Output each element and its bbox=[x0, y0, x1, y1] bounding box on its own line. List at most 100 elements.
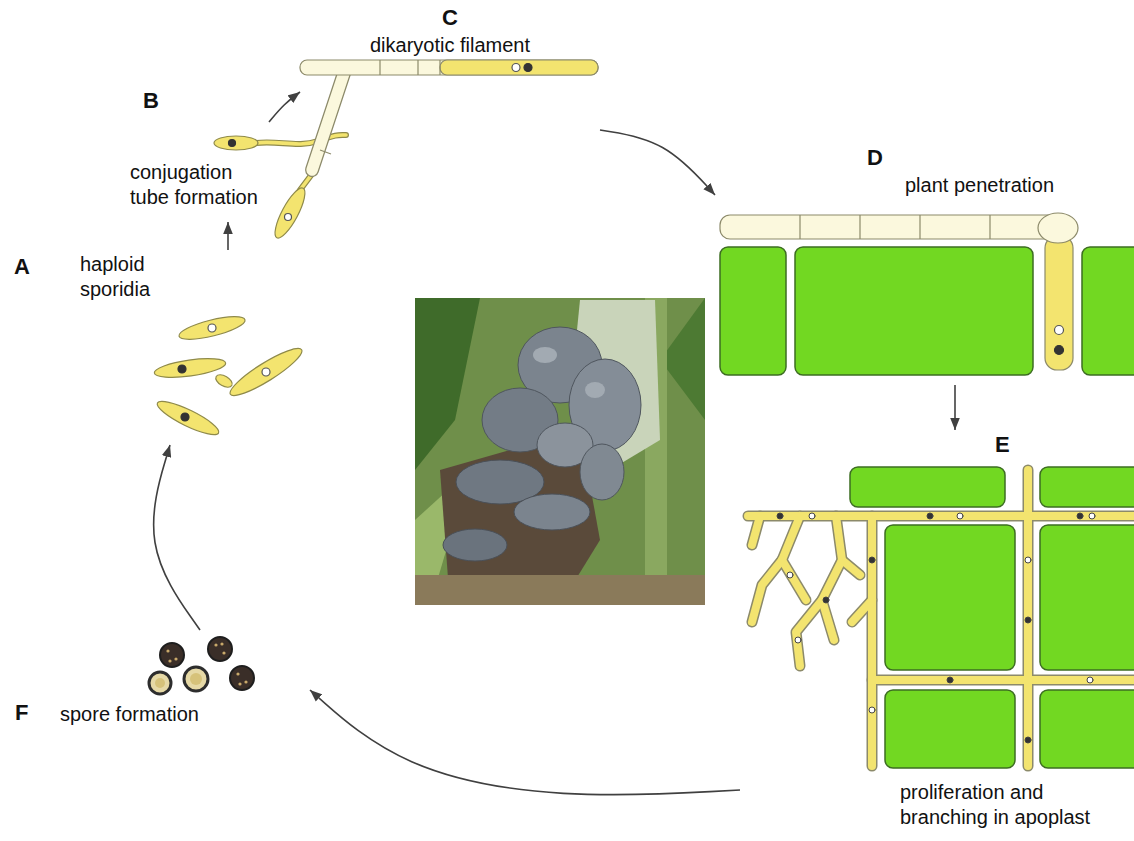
branching-hyphae bbox=[852, 600, 872, 622]
sporidia-cells bbox=[214, 372, 235, 390]
dikaryotic-filament bbox=[320, 150, 331, 154]
maize-gall-photo bbox=[415, 298, 480, 470]
branching-hyphae bbox=[823, 597, 829, 603]
penetrating-hypha bbox=[859, 215, 860, 239]
penetrating-hypha bbox=[1038, 213, 1078, 243]
branching-hyphae bbox=[822, 516, 842, 640]
cycle-arrow bbox=[154, 445, 200, 630]
maize-gall-photo bbox=[580, 444, 624, 500]
branching-hyphae bbox=[842, 560, 860, 575]
stage-letter: F bbox=[15, 700, 28, 726]
teliospores bbox=[149, 672, 171, 694]
sporidia-cells bbox=[208, 324, 216, 332]
teliospores bbox=[174, 657, 177, 660]
stage-label: spore formation bbox=[60, 702, 220, 727]
penetrating-hypha bbox=[1055, 326, 1064, 335]
branching-hyphae bbox=[947, 677, 953, 683]
cycle-arrow bbox=[227, 222, 229, 250]
stage-node: Dplant penetration bbox=[715, 145, 1134, 385]
conjugating-cells bbox=[256, 135, 346, 144]
plant-cells bbox=[850, 467, 1005, 507]
branching-hyphae bbox=[782, 560, 806, 600]
branching-hyphae bbox=[1025, 617, 1031, 623]
plant-cells bbox=[885, 690, 1015, 768]
stage-letter: E bbox=[995, 432, 1010, 458]
branching-hyphae bbox=[787, 572, 793, 578]
stage-label: plant penetration bbox=[905, 173, 1105, 198]
maize-gall-photo bbox=[415, 298, 705, 605]
sporidia-cells bbox=[181, 413, 189, 421]
stage-letter: D bbox=[867, 145, 883, 171]
connectors bbox=[154, 92, 955, 795]
teliospores bbox=[238, 682, 241, 685]
dikaryotic-filament bbox=[312, 70, 345, 170]
sporidia-cells bbox=[178, 365, 186, 373]
branching-hyphae bbox=[809, 513, 815, 519]
plant-cells bbox=[795, 247, 1033, 375]
stage-letter: C bbox=[304, 5, 596, 31]
penetrating-hypha bbox=[1055, 346, 1064, 355]
teliospores bbox=[222, 651, 225, 654]
stage-node: Eproliferation and branching in apoplast bbox=[740, 430, 1134, 835]
penetrating-hypha bbox=[1045, 236, 1073, 370]
conjugating-cells bbox=[214, 136, 258, 150]
branching-hyphae bbox=[822, 516, 842, 640]
sporidia-cells bbox=[262, 368, 270, 376]
branching-hyphae bbox=[795, 637, 801, 643]
maize-gall-photo bbox=[514, 494, 590, 530]
stage-label: haploid sporidia bbox=[80, 252, 180, 302]
dikaryotic-filament bbox=[440, 60, 598, 75]
branching-hyphae bbox=[782, 560, 806, 600]
branching-hyphae bbox=[748, 470, 1134, 766]
branching-hyphae bbox=[752, 516, 800, 622]
penetrating-hypha bbox=[720, 213, 1078, 370]
branching-hyphae bbox=[777, 513, 1095, 743]
maize-gall-photo bbox=[415, 575, 705, 605]
teliospores bbox=[149, 637, 254, 694]
branching-hyphae bbox=[748, 512, 1134, 520]
teliospores bbox=[184, 667, 208, 691]
branching-hyphae bbox=[1025, 557, 1031, 563]
stage-letter: A bbox=[14, 254, 30, 280]
branching-hyphae bbox=[796, 600, 822, 666]
branching-hyphae bbox=[748, 470, 1134, 766]
maize-gall-photo bbox=[585, 382, 605, 398]
penetrating-hypha bbox=[919, 215, 920, 239]
maize-gall-photo bbox=[415, 298, 705, 605]
dikaryotic-filament bbox=[300, 60, 598, 170]
branching-hyphae bbox=[1023, 470, 1034, 766]
cycle-arrow bbox=[269, 92, 300, 122]
plant-cells bbox=[720, 247, 786, 375]
sporidia-cells bbox=[177, 312, 247, 344]
plant-cells bbox=[885, 525, 1015, 670]
plant-cells bbox=[1040, 467, 1134, 507]
stage-label: dikaryotic filament bbox=[304, 33, 596, 58]
dikaryotic-filament bbox=[524, 64, 532, 72]
branching-hyphae bbox=[748, 470, 1134, 766]
maize-gall-photo bbox=[533, 347, 557, 363]
teliospores bbox=[166, 649, 169, 652]
dikaryotic-filament bbox=[312, 70, 345, 170]
teliospores bbox=[220, 642, 223, 645]
plant-cells bbox=[1040, 525, 1134, 670]
branching-hyphae bbox=[872, 676, 1134, 684]
branching-hyphae bbox=[1024, 470, 1032, 766]
plant-cells bbox=[1082, 247, 1134, 375]
cycle-arrow bbox=[954, 385, 956, 430]
branching-hyphae bbox=[842, 560, 860, 575]
teliospores bbox=[214, 643, 217, 646]
teliospores bbox=[155, 678, 165, 688]
branching-hyphae bbox=[748, 511, 1134, 522]
teliospores bbox=[208, 637, 232, 661]
teliospores bbox=[230, 666, 254, 690]
stage-node: Cdikaryotic filament bbox=[300, 5, 600, 180]
stage-node: Fspore formation bbox=[10, 630, 310, 735]
sporidia-cells bbox=[154, 396, 222, 440]
dikaryotic-filament bbox=[512, 64, 520, 72]
conjugating-cells bbox=[229, 140, 236, 147]
teliospores bbox=[236, 672, 239, 675]
branching-hyphae bbox=[777, 513, 783, 519]
branching-hyphae bbox=[869, 707, 875, 713]
